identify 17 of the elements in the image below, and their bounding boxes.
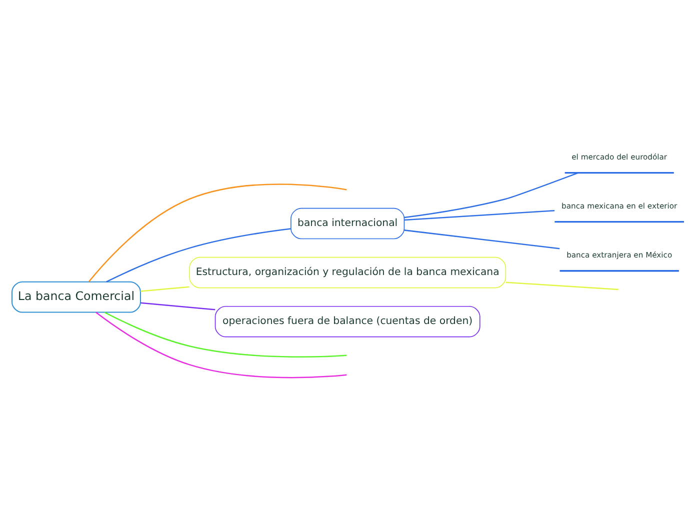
node-box: operaciones fuera de balance (cuentas de orden) (214, 306, 480, 338)
connector (140, 286, 190, 292)
connector (104, 312, 347, 358)
connector (404, 210, 555, 221)
node-text: banca extranjera en México (566, 250, 672, 260)
connector (106, 228, 291, 282)
connector (88, 184, 347, 282)
connector (140, 302, 216, 310)
node-box: Estructura, organización y regulación de la banca mexicana (189, 256, 506, 288)
node-box: La banca Comercial (11, 281, 141, 313)
connector (96, 312, 347, 378)
node-text: el mercado del eurodólar (572, 152, 668, 162)
connector (404, 172, 578, 218)
node-box: banca internacional (290, 208, 405, 240)
connector (506, 282, 618, 290)
connector (404, 230, 560, 250)
node-text: banca mexicana en el exterior (562, 201, 678, 210)
